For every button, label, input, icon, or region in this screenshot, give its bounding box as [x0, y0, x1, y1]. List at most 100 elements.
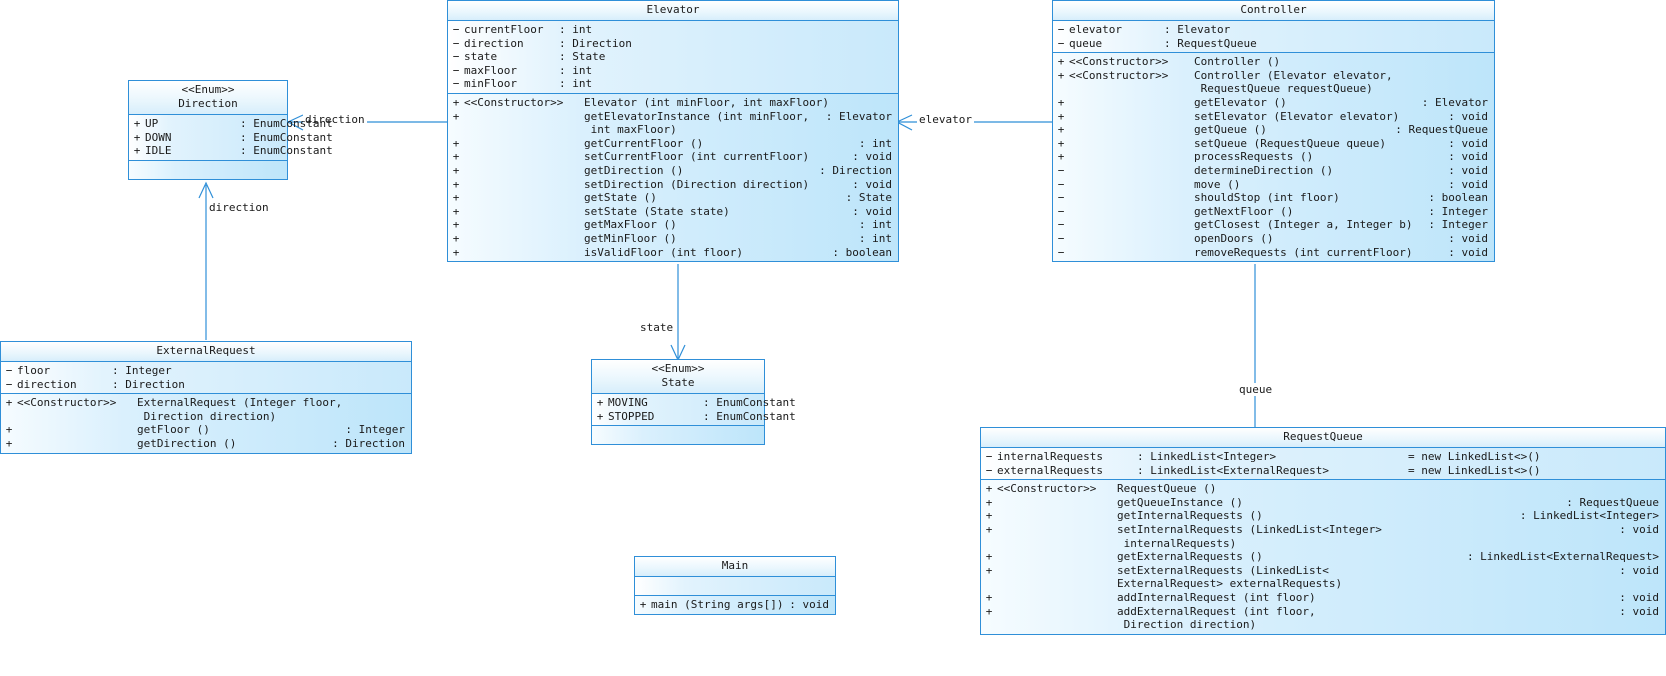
visibility-marker: + [985, 522, 993, 536]
attribute-name: state [464, 50, 498, 64]
operation-row: +setElevator (Elevator elevator): void [1053, 110, 1494, 124]
visibility-marker: + [1057, 109, 1065, 123]
edge-label-elevator-direction: direction [303, 113, 367, 126]
attribute-row: −direction: Direction [448, 37, 898, 51]
visibility-marker: + [452, 191, 460, 205]
attribute-row: −internalRequests: LinkedList<Integer>= … [981, 450, 1665, 464]
visibility-marker: + [1057, 150, 1065, 164]
operation-signature: getFloor () [137, 423, 210, 437]
operation-row: + getMinFloor () : int [448, 232, 898, 246]
operation-signature: getQueue () [1194, 123, 1267, 137]
return-type: : void [789, 598, 829, 611]
operation-signature: Elevator (int minFloor, int maxFloor) [584, 95, 830, 109]
visibility-marker: − [5, 377, 13, 391]
operation-row: +<<Constructor>>Elevator (int minFloor, … [448, 96, 898, 110]
attribute-row: −externalRequests: LinkedList<ExternalRe… [981, 464, 1665, 478]
attribute-name: direction [464, 36, 524, 50]
visibility-marker: − [1057, 23, 1065, 36]
visibility-marker: + [985, 604, 993, 618]
visibility-marker: − [1057, 231, 1065, 245]
visibility-marker: − [1057, 191, 1065, 205]
operation-signature: main (String args[]) [651, 598, 784, 611]
return-type: : int [858, 136, 892, 150]
operation-row: +getQueue (): RequestQueue [1053, 123, 1494, 137]
return-type: : int [858, 231, 892, 245]
class-box-external-request[interactable]: ExternalRequest −floor: Integer−directio… [0, 341, 412, 454]
visibility-marker: − [1057, 204, 1065, 218]
class-header-controller: Controller [1053, 1, 1494, 21]
operation-row: +getElevator (): Elevator [1053, 96, 1494, 110]
return-type: : Integer [1428, 218, 1488, 232]
class-box-direction[interactable]: <<Enum>> Direction +UP: EnumConstant+DOW… [128, 80, 333, 180]
visibility-marker: + [452, 245, 460, 259]
operation-signature: setQueue (RequestQueue queue) [1194, 136, 1387, 150]
attribute-name: currentFloor [464, 23, 544, 36]
attribute-row: +DOWN: EnumConstant [129, 131, 333, 145]
visibility-marker: + [452, 177, 460, 191]
class-header-elevator: Elevator [448, 1, 898, 21]
visibility-marker: + [452, 231, 460, 245]
class-header-state: <<Enum>> State [592, 360, 764, 394]
operation-row: +getDirection (): Direction [448, 164, 898, 178]
operation-row: +main (String args[]): void [635, 598, 835, 612]
edge-label-elevator-state: state [638, 321, 676, 334]
class-name-main: Main [721, 559, 749, 572]
visibility-marker: + [452, 95, 460, 109]
visibility-marker: + [985, 550, 993, 564]
operation-signature: getMinFloor () [584, 231, 677, 245]
class-box-controller[interactable]: Controller −elevator: Elevator−queue: Re… [1052, 0, 1495, 263]
visibility-marker: − [452, 23, 460, 36]
attribute-type: : RequestQueue [1164, 36, 1257, 50]
operation-row: +<<Constructor>>Controller () [1053, 55, 1494, 69]
operation-signature: getDirection () [584, 163, 684, 177]
visibility-marker: + [985, 563, 993, 577]
class-name-state: State [661, 376, 695, 389]
class-header-direction: <<Enum>> Direction [129, 81, 287, 115]
class-name-external-request: ExternalRequest [156, 344, 256, 357]
class-name-controller: Controller [1240, 3, 1307, 16]
attribute-row: −elevator : Elevator [1053, 23, 1494, 37]
return-type: : void [1448, 231, 1488, 245]
operation-signature: removeRequests (int currentFloor) [1194, 245, 1413, 259]
attribute-row: −floor: Integer [1, 364, 411, 378]
class-attributes-elevator: −currentFloor : int−direction: Direction−… [448, 21, 898, 94]
visibility-marker: − [5, 364, 13, 377]
class-box-state[interactable]: <<Enum>> State +MOVING: EnumConstant+STO… [591, 359, 796, 446]
return-type: : Integer [1428, 204, 1488, 218]
visibility-marker: − [985, 463, 993, 477]
class-box-main[interactable]: Main +main (String args[]): void [634, 556, 836, 615]
operation-row: +addInternalRequest (int floor): void [981, 591, 1665, 605]
operation-signature: getExternalRequests () [1117, 550, 1263, 564]
attribute-name: elevator [1069, 23, 1122, 36]
visibility-marker: + [452, 218, 460, 232]
operation-signature: setElevator (Elevator elevator) [1194, 109, 1400, 123]
operation-row: +<<Constructor>>RequestQueue () [981, 482, 1665, 496]
operation-signature: setExternalRequests (LinkedList< Externa… [1117, 563, 1343, 591]
visibility-marker: + [452, 150, 460, 164]
attribute-type: : Integer [112, 364, 172, 377]
attribute-row: −currentFloor : int [448, 23, 898, 37]
return-type: : void [852, 204, 892, 218]
attribute-type: : EnumConstant [240, 117, 333, 130]
attribute-row: +STOPPED: EnumConstant [592, 410, 796, 424]
attribute-type: : EnumConstant [240, 130, 333, 144]
class-box-request-queue[interactable]: RequestQueue −internalRequests: LinkedLi… [980, 427, 1666, 635]
return-type: : int [858, 218, 892, 232]
return-type: : void [1448, 163, 1488, 177]
attribute-name: direction [17, 377, 77, 391]
class-attributes-controller: −elevator : Elevator−queue: RequestQueue [1053, 21, 1494, 54]
visibility-marker: + [985, 509, 993, 523]
visibility-marker: + [452, 109, 460, 123]
attribute-type: : Elevator [1164, 23, 1231, 36]
return-type: : void [1448, 150, 1488, 164]
attribute-type: : EnumConstant [240, 144, 333, 158]
attribute-type: : int [559, 23, 593, 36]
operation-row: +setCurrentFloor (int currentFloor): voi… [448, 150, 898, 164]
class-box-elevator[interactable]: Elevator −currentFloor: int−direction: D… [447, 0, 899, 263]
visibility-marker: + [133, 144, 141, 158]
operation-signature: getDirection () [137, 436, 237, 450]
attribute-name: internalRequests [997, 450, 1103, 463]
visibility-marker: + [596, 396, 604, 409]
attribute-name: externalRequests [997, 463, 1103, 477]
attribute-row: −queue: RequestQueue [1053, 37, 1494, 51]
